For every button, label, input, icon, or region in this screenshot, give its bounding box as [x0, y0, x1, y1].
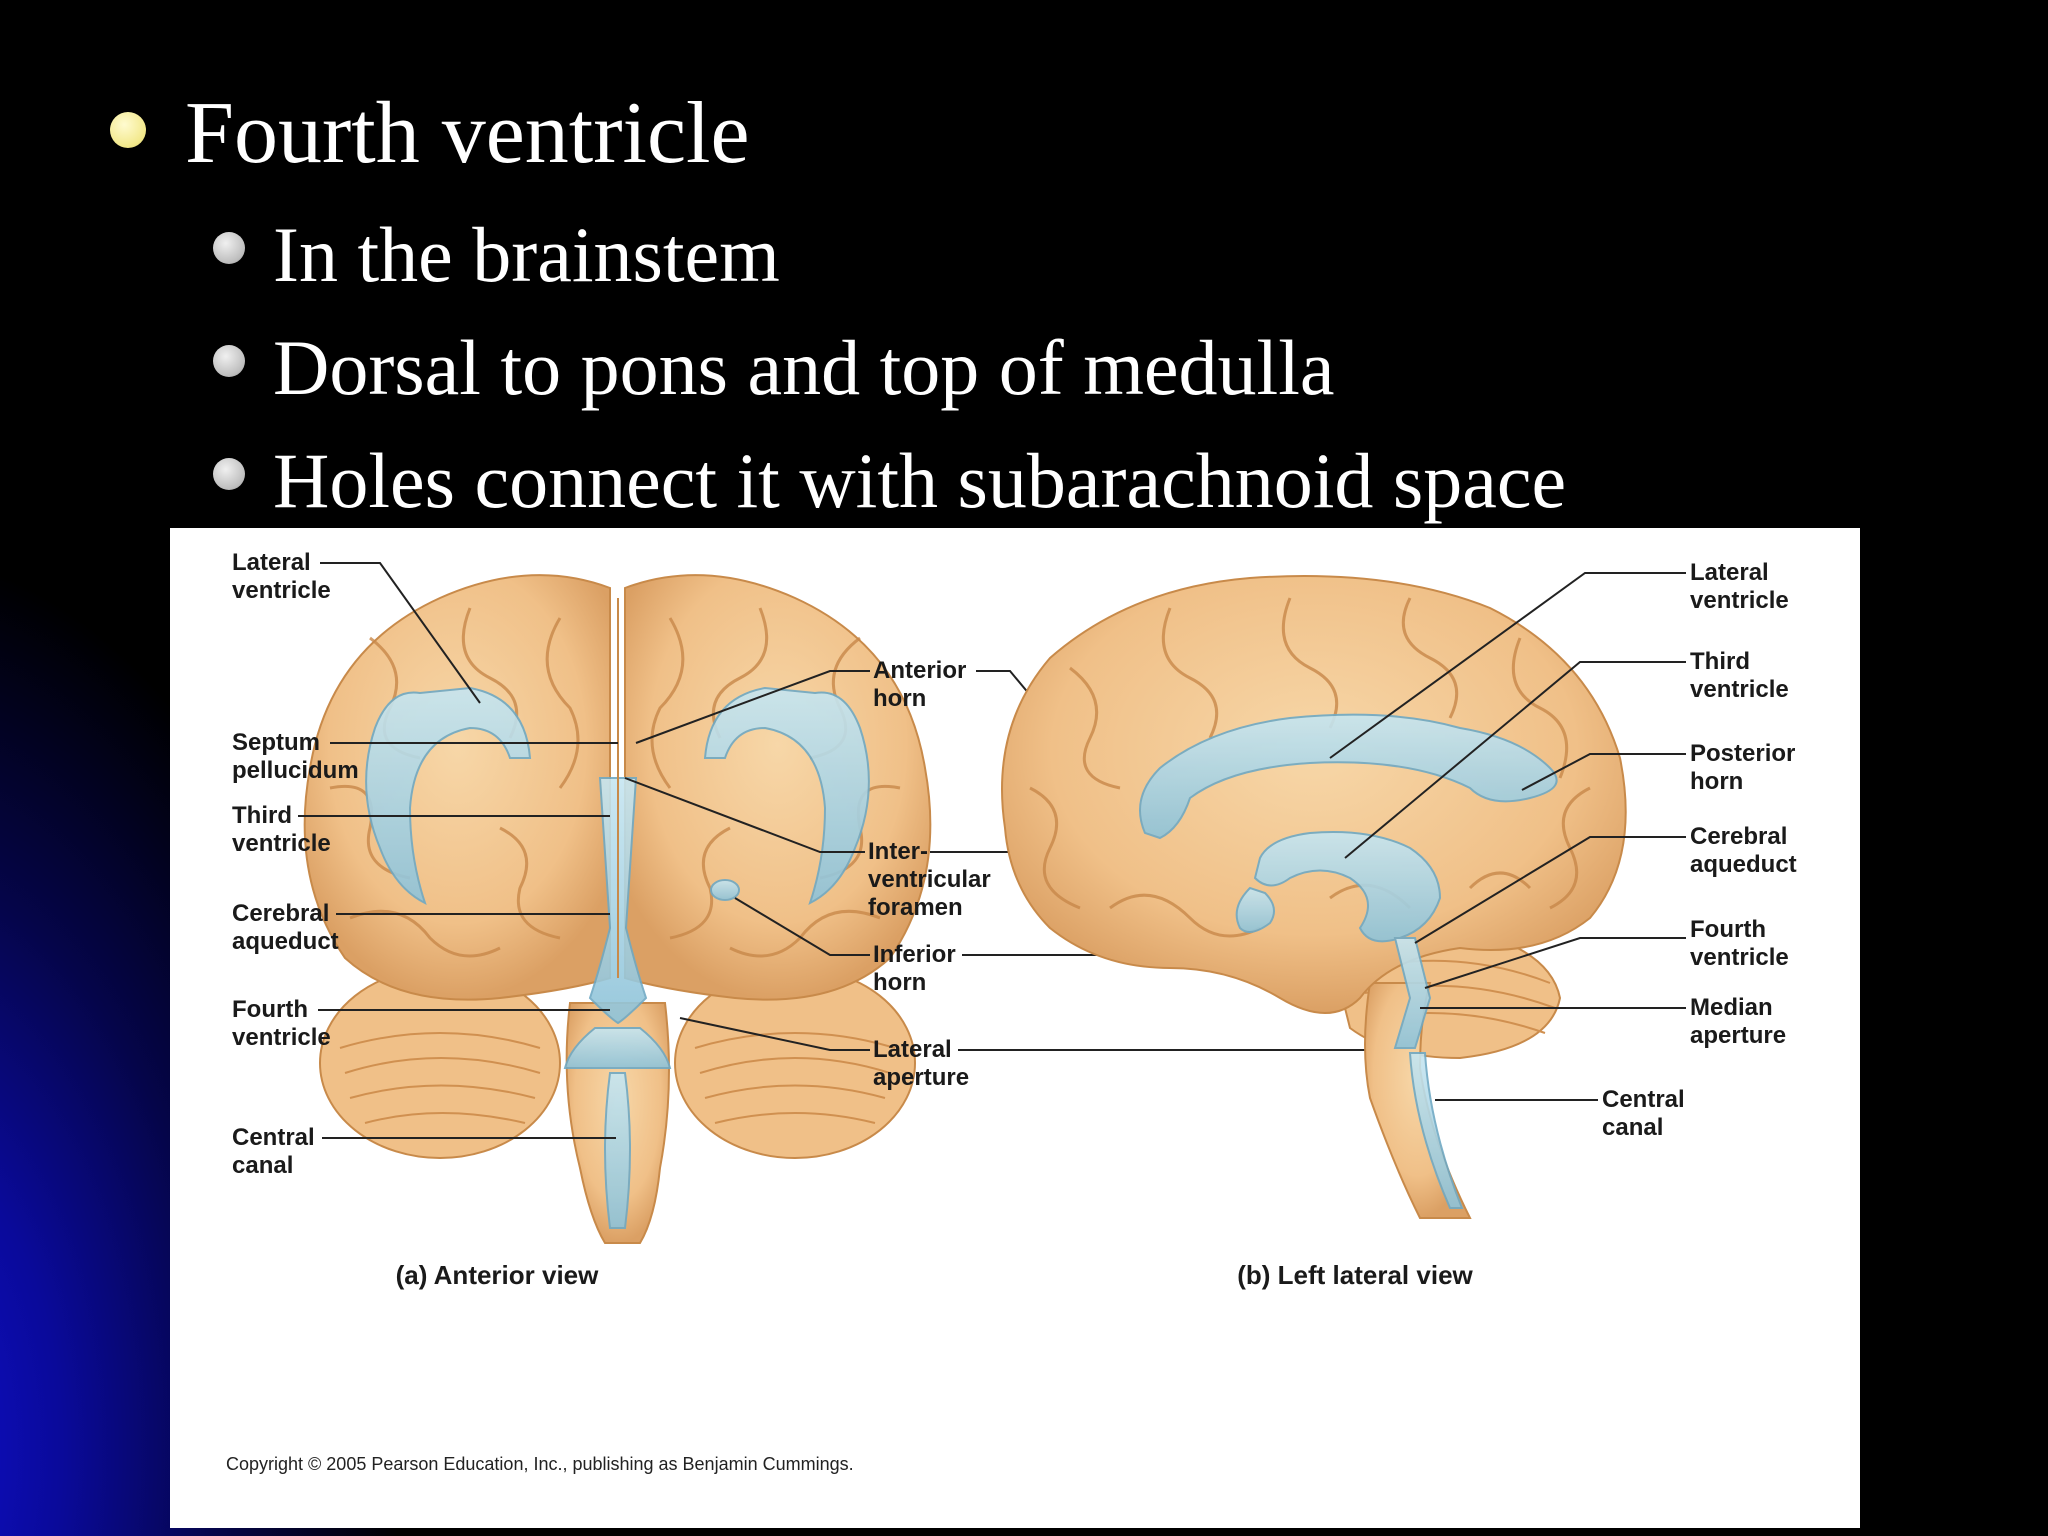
svg-text:Inferior: Inferior [873, 941, 956, 968]
svg-text:aqueduct: aqueduct [232, 928, 339, 955]
svg-text:aperture: aperture [1690, 1022, 1786, 1049]
svg-text:Fourth: Fourth [232, 996, 308, 1023]
bullet-dot [110, 112, 146, 148]
svg-text:ventricle: ventricle [232, 577, 331, 604]
svg-text:Inter-: Inter- [868, 838, 928, 865]
lateral-brain [1001, 575, 1627, 1219]
anterior-label-septum-pellucidum: Septum pellucidum [232, 729, 618, 784]
svg-text:Posterior: Posterior [1690, 740, 1795, 767]
anterior-label-cerebral-aqueduct: Cerebral aqueduct [232, 900, 610, 955]
lateral-label-median-aperture: Median aperture [1420, 994, 1786, 1049]
svg-text:Cerebral: Cerebral [1690, 823, 1787, 850]
svg-text:aqueduct: aqueduct [1690, 851, 1797, 878]
ventricle-figure: Lateral ventricle Septum pellucidum Thir… [170, 528, 1860, 1528]
svg-text:pellucidum: pellucidum [232, 757, 359, 784]
svg-text:ventricle: ventricle [1690, 587, 1789, 614]
label-inferior-horn: Inferior horn [734, 897, 1310, 996]
svg-text:canal: canal [232, 1152, 293, 1179]
sub-bullet-1: In the brainstem [273, 211, 780, 298]
sub-bullet-dot [213, 458, 245, 490]
anterior-label-lateral-ventricle: Lateral ventricle [232, 549, 481, 704]
lateral-label-lateral-ventricle: Lateral ventricle [1329, 559, 1789, 759]
lateral-label-central-canal: Central canal [1435, 1086, 1685, 1141]
lateral-label-fourth-ventricle: Fourth ventricle [1424, 916, 1789, 989]
anterior-label-central-canal: Central canal [232, 1124, 616, 1179]
label-anterior-horn: Anterior horn [635, 657, 1146, 834]
svg-text:ventricle: ventricle [232, 1024, 331, 1051]
svg-text:foramen: foramen [868, 894, 963, 921]
lateral-label-third-ventricle: Third ventricle [1344, 648, 1789, 859]
label-interventricular-foramen: Inter- ventricular foramen [624, 777, 1260, 921]
svg-text:Median: Median [1690, 994, 1773, 1021]
lateral-label-cerebral-aqueduct: Cerebral aqueduct [1414, 823, 1797, 944]
svg-text:ventricle: ventricle [232, 830, 331, 857]
svg-text:Central: Central [1602, 1086, 1685, 1113]
bullet-main: Fourth ventricle [185, 85, 750, 182]
svg-text:horn: horn [873, 685, 926, 712]
caption-lateral-view: (b) Left lateral view [1237, 1260, 1473, 1290]
svg-text:horn: horn [873, 969, 926, 996]
svg-text:Fourth: Fourth [1690, 916, 1766, 943]
anterior-label-third-ventricle: Third ventricle [232, 802, 610, 857]
svg-text:Third: Third [1690, 648, 1750, 675]
svg-text:Cerebral: Cerebral [232, 900, 329, 927]
svg-text:ventricle: ventricle [1690, 944, 1789, 971]
anterior-label-fourth-ventricle: Fourth ventricle [232, 996, 610, 1051]
svg-text:Septum: Septum [232, 729, 320, 756]
lateral-label-posterior-horn: Posterior horn [1521, 740, 1795, 795]
svg-text:canal: canal [1602, 1114, 1663, 1141]
anterior-brain [303, 574, 932, 1244]
copyright-note: Copyright © 2005 Pearson Education, Inc.… [226, 1454, 854, 1474]
sub-bullet-dot [213, 345, 245, 377]
svg-text:Lateral: Lateral [1690, 559, 1769, 586]
ventricle-diagram: Lateral ventricle Septum pellucidum Thir… [226, 549, 1797, 1474]
svg-text:Third: Third [232, 802, 292, 829]
svg-text:Central: Central [232, 1124, 315, 1151]
svg-text:Lateral: Lateral [232, 549, 311, 576]
caption-anterior-view: (a) Anterior view [396, 1260, 600, 1290]
svg-text:Lateral: Lateral [873, 1036, 952, 1063]
svg-text:horn: horn [1690, 768, 1743, 795]
sub-bullet-dot [213, 232, 245, 264]
sub-bullet-3: Holes connect it with subarachnoid space [273, 437, 1567, 524]
svg-text:aperture: aperture [873, 1064, 969, 1091]
svg-text:ventricular: ventricular [868, 866, 991, 893]
label-lateral-aperture: Lateral aperture [679, 1017, 1380, 1091]
sub-bullet-2: Dorsal to pons and top of medulla [273, 324, 1335, 411]
svg-text:Anterior: Anterior [873, 657, 966, 684]
svg-text:ventricle: ventricle [1690, 676, 1789, 703]
